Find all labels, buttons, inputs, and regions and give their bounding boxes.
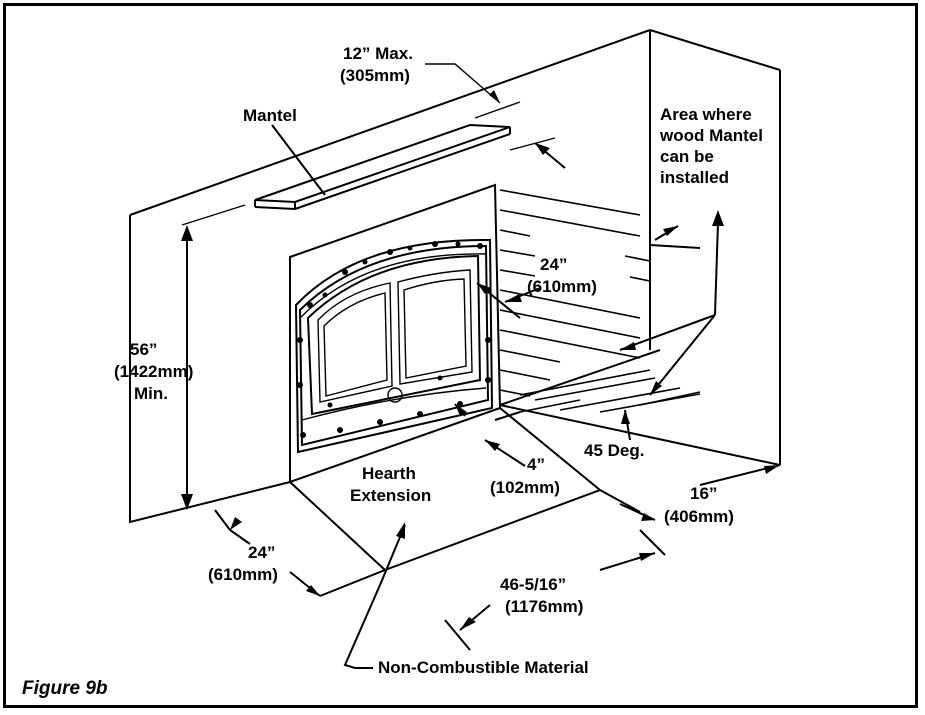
figure-caption: Figure 9b: [22, 678, 108, 699]
label-side-24-line2: (610mm): [527, 277, 597, 296]
label-height-line3: Min.: [134, 384, 168, 403]
label-area-line2: wood Mantel: [659, 126, 763, 145]
rivet-dots: [297, 241, 491, 438]
label-height-line2: (1422mm): [114, 362, 193, 381]
label-hearth-line1: Hearth: [362, 464, 416, 483]
label-angle: 45 Deg.: [584, 441, 644, 460]
label-depth-16-line2: (406mm): [664, 507, 734, 526]
label-mantel-max-line2: (305mm): [340, 66, 410, 85]
label-width-line2: (1176mm): [505, 597, 583, 616]
label-non-combustible: Non-Combustible Material: [378, 658, 589, 677]
label-area-line3: can be: [660, 147, 714, 166]
side-wall-hatch: [499, 189, 701, 413]
mantel-board: [254, 123, 511, 210]
label-left-24-line2: (610mm): [208, 565, 278, 584]
label-left-24-line1: 24”: [248, 543, 275, 562]
label-height-line1: 56”: [130, 340, 157, 359]
label-front-4-line2: (102mm): [490, 478, 560, 497]
label-front-4-line1: 4”: [527, 455, 545, 474]
label-width-line1: 46-5/16”: [500, 575, 566, 594]
fireplace-insert: [294, 238, 494, 454]
label-hearth-line2: Extension: [350, 486, 431, 505]
dimension-lines: [181, 63, 781, 669]
hearth-extension: [289, 407, 602, 572]
label-area-line4: installed: [660, 168, 729, 187]
label-depth-16-line1: 16”: [690, 484, 717, 503]
label-side-24-line1: 24”: [540, 255, 567, 274]
figure-frame: [3, 3, 918, 708]
label-mantel-max-line1: 12” Max.: [343, 44, 413, 63]
label-area-line1: Area where: [660, 105, 752, 124]
label-mantel: Mantel: [243, 106, 297, 125]
fireplace-surround: [289, 183, 502, 484]
back-wall: [129, 29, 781, 524]
